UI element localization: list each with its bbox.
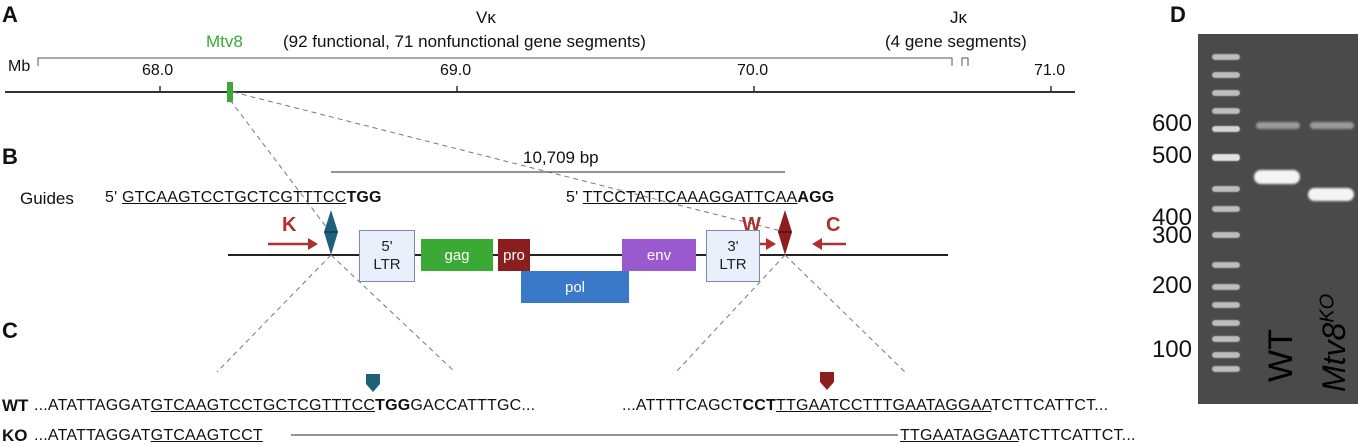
guide2-prefix: 5' [566, 189, 579, 206]
env-label: env [646, 246, 672, 264]
ladder-band [1212, 206, 1240, 212]
guide1-pam: TGG [346, 189, 382, 206]
size-200: 200 [1151, 272, 1192, 299]
wt-cut-marker-right [820, 372, 834, 390]
vk-title: Vκ [476, 8, 496, 27]
ladder-band [1212, 352, 1240, 358]
lane-wt-text: WT [1262, 329, 1300, 382]
ko-row-label: KO [2, 426, 28, 445]
guide2-protospacer: TTCCTATTCAAAGGATTCAA [582, 189, 798, 206]
gag-label: gag [444, 246, 470, 264]
zoom-line-right [232, 91, 786, 233]
lane-wt-label: WT [1262, 329, 1301, 382]
ladder-band [1212, 262, 1240, 268]
jk-bracket [961, 57, 969, 66]
ladder-band [1212, 336, 1240, 342]
pol-label: pol [564, 278, 586, 296]
tick-label-70: 70.0 [737, 62, 769, 79]
panel-b-label: B [2, 144, 18, 169]
wt-right-post: TCTTCATTCT... [991, 397, 1109, 414]
panel-a-label: A [2, 2, 18, 27]
guide2-sequence: 5' TTCCTATTCAAAGGATTCAAAGG [566, 189, 834, 207]
mtv8-label: Mtv8 [206, 32, 243, 51]
ladder-band [1212, 154, 1240, 161]
zoom-c-right-2 [784, 254, 906, 373]
wt-cut-marker-left [366, 374, 380, 392]
ladder-band [1212, 54, 1240, 60]
primer-k-label: K [282, 214, 297, 236]
wt-row-label: WT [2, 396, 29, 415]
wt-right-guide: TTGAATCCTTTGAATAGGAA [776, 397, 992, 414]
size-500: 500 [1151, 142, 1192, 169]
wt-right-sequence: ...ATTTTCAGCTCCTTTGAATCCTTTGAATAGGAATCTT… [622, 397, 1108, 415]
pro-label: pro [503, 246, 525, 264]
guide1-prefix: 5' [105, 189, 118, 206]
size-400: 400 [1151, 204, 1192, 231]
ltr3-label: 3' LTR [719, 238, 747, 273]
ltr3-box: 3' LTR [706, 230, 760, 282]
size-100: 100 [1151, 336, 1192, 363]
ladder-band [1212, 108, 1240, 114]
zoom-c-left-1 [216, 254, 332, 373]
ladder-band [1212, 320, 1240, 326]
wt-left-post: GACCATTTGC... [410, 397, 536, 414]
ladder-band [1212, 90, 1240, 96]
guides-label: Guides [20, 189, 74, 208]
pol-box: pol [521, 271, 629, 303]
wt-left-sequence: ...ATATTAGGATGTCAAGTCCTGCTCGTTTCCTGGGACC… [34, 397, 535, 415]
ko-main-band [1308, 188, 1354, 201]
wt-left-pam: TGG [375, 397, 411, 414]
jk-subtitle: (4 gene segments) [885, 32, 1027, 51]
panel-c-label: C [2, 318, 18, 343]
ladder-band [1212, 186, 1240, 192]
tick-label-68: 68.0 [142, 62, 174, 79]
ladder-band [1212, 284, 1240, 290]
ladder-band [1212, 72, 1240, 78]
gag-box: gag [421, 239, 493, 271]
wt-left-pre: ...ATATTAGGAT [34, 397, 151, 414]
ko-left-pre: ...ATATTAGGAT [34, 427, 151, 444]
agarose-gel [1198, 34, 1358, 404]
lane-ko-superscript: KO [1316, 293, 1339, 323]
ko-right-sequence: TTGAATAGGAATCTTCATTCT... [900, 427, 1136, 445]
wt-left-guide: GTCAAGTCCTGCTCGTTTCC [150, 397, 376, 414]
ko-right-post: TCTTCATTCT... [1018, 427, 1136, 444]
ltr5-box: 5' LTR [359, 230, 415, 282]
size-600: 600 [1151, 110, 1192, 137]
primer-c-label: C [826, 214, 841, 236]
ltr5-label: 5' LTR [373, 238, 401, 273]
jk-title: Jκ [950, 8, 967, 27]
vk-bracket [37, 57, 953, 66]
ko-left-sequence: ...ATATTAGGATGTCAAGTCCT [34, 427, 263, 445]
zoom-line-left [229, 99, 331, 233]
panel-d-label: D [1170, 2, 1186, 27]
zoom-c-left-2 [330, 254, 456, 373]
axis-unit: Mb [8, 58, 31, 75]
length-label: 10,709 bp [523, 148, 599, 167]
env-box: env [622, 239, 696, 271]
wt-main-band [1254, 170, 1300, 184]
pro-box: pro [498, 239, 530, 271]
ladder-band [1212, 232, 1240, 238]
ko-right-guide: TTGAATAGGAA [900, 427, 1019, 444]
ko-left-guide: GTCAAGTCCT [150, 427, 263, 444]
wt-right-pre: ...ATTTTCAGCT [622, 397, 743, 414]
ladder-band [1212, 126, 1240, 132]
tick-label-69: 69.0 [440, 62, 472, 79]
vk-subtitle: (92 functional, 71 nonfunctional gene se… [283, 32, 646, 51]
tick-label-71: 71.0 [1034, 62, 1066, 79]
ladder-band [1212, 366, 1240, 372]
wt-upper-band [1256, 122, 1300, 129]
guide1-protospacer: GTCAAGTCCTGCTCGTTTCC [122, 189, 347, 206]
chromosome-map [5, 57, 1075, 436]
ko-upper-band [1310, 122, 1354, 129]
guide2-pam: AGG [797, 189, 835, 206]
lane-ko-label: Mtv8KO [1316, 294, 1353, 392]
size-300: 300 [1151, 222, 1192, 249]
lane-ko-text: Mtv8 [1316, 322, 1352, 392]
guide1-sequence: 5' GTCAAGTCCTGCTCGTTTCCTGG [105, 189, 382, 207]
ladder-band [1212, 302, 1240, 308]
mtv8-marker [227, 82, 233, 102]
wt-right-pam: CCT [742, 397, 776, 414]
